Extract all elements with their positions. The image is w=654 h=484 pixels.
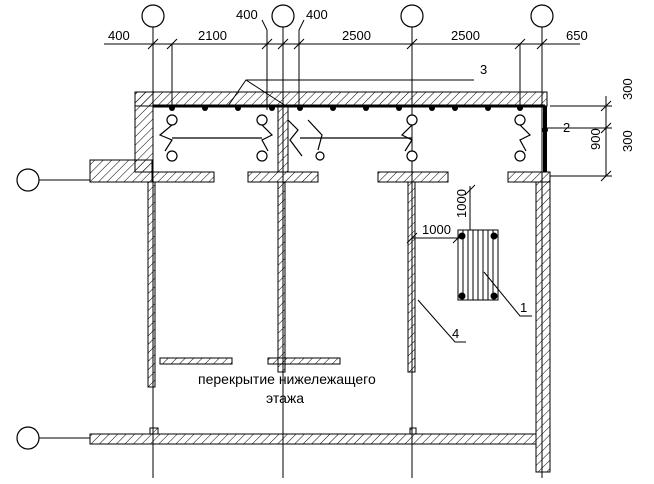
exterior-wall — [89, 91, 551, 473]
floor-note: перекрытие нижележащего этажа — [198, 371, 376, 406]
note-line-1: перекрытие нижележащего — [198, 371, 376, 387]
riser-icon — [406, 150, 418, 162]
riser-icon — [256, 150, 268, 162]
dim-label: 900 — [588, 128, 603, 150]
dim-label: 2500 — [451, 28, 480, 43]
dim-label: 300 — [620, 130, 635, 152]
partitions — [147, 181, 417, 435]
axis-bubble — [400, 4, 424, 28]
axis-bubble — [141, 4, 165, 28]
riser-icon — [256, 114, 268, 126]
riser-icon — [514, 150, 526, 162]
riser-icon — [406, 114, 418, 126]
riser-icon — [166, 150, 178, 162]
axis-bubble — [16, 426, 40, 450]
radiator-dimensions: 1000 1000 — [422, 189, 469, 237]
riser-icon — [514, 114, 526, 126]
dim-label: 2500 — [342, 28, 371, 43]
riser-icon — [166, 114, 178, 126]
axis-bubble — [271, 4, 295, 28]
callouts: 3 2 1 4 — [452, 62, 570, 341]
radiator — [406, 184, 499, 301]
callout-1: 1 — [520, 300, 527, 315]
dim-label: 400 — [236, 7, 258, 22]
axis-bubble — [16, 168, 40, 192]
callout-leaders — [227, 79, 573, 343]
callout-3: 3 — [480, 62, 487, 77]
axis-bubble — [530, 4, 554, 28]
right-dimension-labels: 300 900 300 — [588, 78, 635, 152]
callout-4: 4 — [452, 326, 459, 341]
dim-label: 400 — [108, 28, 130, 43]
note-line-2: этажа — [266, 390, 304, 406]
dim-label: 1000 — [422, 222, 451, 237]
axis-bubbles-top — [141, 4, 554, 28]
axis-bubbles-left — [16, 168, 40, 450]
supply-main-pipe — [153, 104, 548, 172]
dim-label: 2100 — [198, 28, 227, 43]
risers — [158, 114, 532, 162]
dim-label: 1000 — [454, 189, 469, 218]
callout-2: 2 — [563, 120, 570, 135]
dim-label: 300 — [620, 78, 635, 100]
top-dimension-labels: 400 2100 400 400 2500 2500 650 — [108, 7, 588, 43]
dim-label: 650 — [566, 28, 588, 43]
top-dimension-line — [104, 19, 580, 110]
dim-label: 400 — [306, 7, 328, 22]
